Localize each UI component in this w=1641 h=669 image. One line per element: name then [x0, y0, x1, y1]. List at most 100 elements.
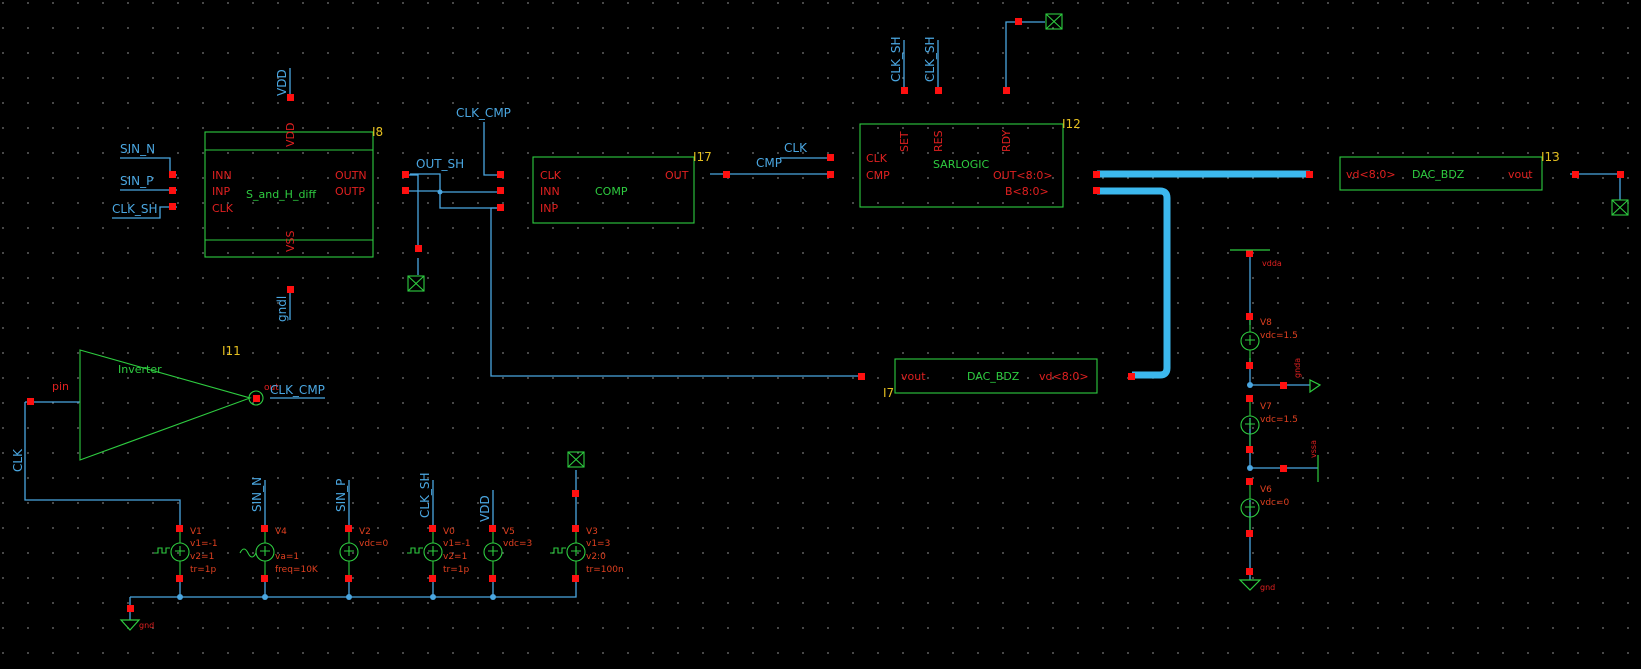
svg-text:va=1: va=1: [275, 552, 299, 562]
svg-text:V8: V8: [1260, 318, 1272, 328]
dac-block-i7[interactable]: I7 DAC_BDZ vout vd<8:0>: [883, 358, 1098, 400]
svg-text:tr=1p: tr=1p: [443, 565, 469, 575]
i12-pin-clk: CLK: [866, 152, 888, 165]
i8-pin-clk: CLK: [212, 202, 234, 215]
i11-cell-label: Inverter: [118, 363, 162, 376]
junction-dots: [177, 189, 1253, 600]
net-label-sin-p: SIN_P: [120, 174, 153, 188]
net-label-clk-sar: CLK: [784, 141, 808, 155]
voltage-source-v3[interactable]: V3 v1=3 v2:0 tr=100n: [550, 527, 624, 575]
i8-pin-outn: OUTN: [335, 169, 367, 182]
svg-text:V3: V3: [586, 527, 598, 537]
net-label-gndl: gndl: [275, 296, 289, 322]
svg-text:V6: V6: [1260, 485, 1272, 495]
net-labels: SIN_N SIN_P CLK_SH VDD gndl OUT_SH CLK_C…: [11, 36, 1318, 630]
i17-instance-label: I17: [693, 150, 712, 164]
i12-pin-rdy: RDY: [1000, 129, 1013, 152]
svg-text:vdc=1.5: vdc=1.5: [1260, 331, 1298, 341]
i17-pin-out: OUT: [665, 169, 689, 182]
svg-text:vdc=1.5: vdc=1.5: [1260, 415, 1298, 425]
svg-text:tr=100n: tr=100n: [586, 565, 624, 575]
voltage-source-v0[interactable]: V0 v1=-1 v2=1 tr=1p: [407, 527, 471, 575]
svg-text:v2:0: v2:0: [586, 552, 606, 562]
bus-b: [1097, 187, 1171, 379]
svg-text:vdc=0: vdc=0: [1260, 498, 1290, 508]
i8-pin-inp: INP: [212, 185, 230, 198]
i7-instance-label: I7: [883, 386, 894, 400]
i17-cell-label: COMP: [595, 185, 628, 198]
inverter-block[interactable]: I11 Inverter pin out: [52, 344, 279, 461]
i13-instance-label: I13: [1541, 150, 1560, 164]
voltage-source-v4[interactable]: V4 va=1 freq=10K: [239, 527, 319, 575]
svg-text:V1: V1: [190, 527, 202, 537]
net-label-cmp: CMP: [756, 156, 782, 170]
sine-icon: [239, 548, 257, 558]
pulse-icon: [154, 547, 170, 554]
i8-pin-vss: VSS: [284, 230, 297, 252]
no-connect-terminators: [407, 13, 1629, 468]
i12-pin-b: B<8:0>: [1005, 185, 1049, 198]
svg-text:V0: V0: [443, 527, 455, 537]
net-label-clk-left: CLK: [11, 448, 25, 472]
i13-cell-label: DAC_BDZ: [1412, 168, 1465, 181]
svg-text:v1=-1: v1=-1: [443, 539, 471, 549]
i12-pin-res: RES: [932, 130, 945, 152]
i7-pin-vout: vout: [901, 370, 926, 383]
wires: [24, 21, 1621, 620]
net-label-sin-n-src: SIN_N: [250, 477, 264, 512]
i7-pin-vd: vd<8:0>: [1039, 370, 1089, 383]
net-label-clk-sh-res: CLK_SH: [923, 36, 937, 82]
dac-block-i13[interactable]: I13 DAC_BDZ vd<8:0> vout: [1339, 150, 1560, 191]
i12-cell-label: SARLOGIC: [933, 158, 990, 171]
net-label-gnd-left: gnd: [139, 621, 154, 630]
svg-text:freq=10K: freq=10K: [275, 565, 319, 575]
svg-text:V2: V2: [359, 527, 371, 537]
i12-pin-cmp: CMP: [866, 169, 890, 182]
net-label-clk-sh-src: CLK_SH: [418, 472, 432, 518]
sample-and-hold-block[interactable]: I8 S_and_H_diff INN INP CLK OUTN OUTP VD…: [204, 123, 383, 258]
i7-cell-label: DAC_BDZ: [967, 370, 1020, 383]
net-label-vdda: vdda: [1262, 259, 1282, 268]
svg-text:v2=1: v2=1: [443, 552, 467, 562]
i12-pin-set: SET: [898, 131, 911, 152]
i8-pin-inn: INN: [212, 169, 232, 182]
i11-pin-in: pin: [52, 380, 69, 393]
svg-text:v1=3: v1=3: [586, 539, 610, 549]
net-label-sin-n: SIN_N: [120, 142, 155, 156]
svg-text:v1=-1: v1=-1: [190, 539, 218, 549]
i12-pin-out: OUT<8:0>: [993, 169, 1053, 182]
i8-pin-vdd: VDD: [284, 123, 297, 147]
svg-text:vdc=0: vdc=0: [359, 539, 389, 549]
net-label-out-sh: OUT_SH: [416, 157, 464, 171]
power-symbols: [119, 249, 1322, 631]
sar-logic-block[interactable]: I12 SARLOGIC CLK CMP OUT<8:0> B<8:0> SET…: [859, 117, 1081, 208]
net-label-gnda: gnda: [1293, 358, 1302, 378]
pulse-icon: [407, 547, 423, 554]
net-label-clk-sh-set: CLK_SH: [889, 36, 903, 82]
net-label-vdd: VDD: [275, 69, 289, 96]
i8-instance-label: I8: [372, 125, 383, 139]
i11-pin-out: out: [264, 383, 279, 393]
voltage-source-v6[interactable]: V6 vdc=0: [1240, 485, 1290, 530]
i8-cell-label: S_and_H_diff: [246, 188, 316, 201]
comparator-block[interactable]: I17 COMP CLK INN INP OUT: [532, 150, 712, 224]
svg-text:vdc=3: vdc=3: [503, 539, 532, 549]
net-label-vdd-src: VDD: [478, 495, 492, 522]
net-label-clk-cmp-top: CLK_CMP: [456, 106, 511, 120]
svg-text:tr=1p: tr=1p: [190, 565, 216, 575]
i17-pin-clk: CLK: [540, 169, 562, 182]
i11-instance-label: I11: [222, 344, 241, 358]
net-label-vssa: vssa: [1309, 440, 1318, 458]
svg-text:V4: V4: [275, 527, 287, 537]
i13-pin-vd: vd<8:0>: [1346, 168, 1396, 181]
i17-pin-inn: INN: [540, 185, 560, 198]
voltage-source-v8[interactable]: V8 vdc=1.5: [1240, 318, 1298, 362]
net-label-sin-p-src: SIN_P: [334, 479, 348, 512]
i17-pin-inp: INP: [540, 202, 558, 215]
voltage-source-v2[interactable]: V2 vdc=0: [339, 527, 389, 575]
